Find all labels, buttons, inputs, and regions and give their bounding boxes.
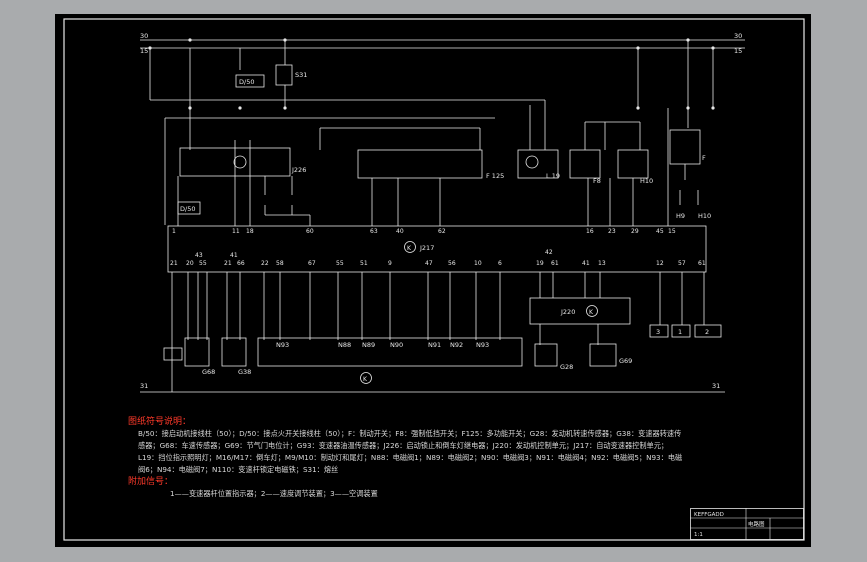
sub-pin-2: 42 (545, 249, 553, 256)
bottom-pin-11: 47 (425, 260, 433, 267)
sub-ecu-symbol: K (589, 309, 594, 316)
bottom-pin-0: 21 (170, 260, 178, 267)
valve-n91: N91 (428, 341, 441, 349)
fuse-label: S31 (295, 71, 307, 79)
top-pin-11: 15 (668, 228, 676, 235)
rail-31-left-label: 31 (140, 382, 148, 390)
bottom-pin-2: 55 (199, 260, 207, 267)
rail-15-left-label: 15 (140, 47, 148, 55)
h10-label: H10 (640, 177, 653, 185)
bottom-pin-4: 66 (237, 260, 245, 267)
f8-label: F8 (593, 177, 601, 185)
h9-label: H9 (676, 212, 685, 220)
bottom-pin-3: 21 (224, 260, 232, 267)
bottom-pin-6: 58 (276, 260, 284, 267)
bottom-pin-1: 20 (186, 260, 194, 267)
ecu-label: J217 (419, 244, 434, 252)
bottom-box-3: 3 (656, 328, 660, 336)
bottom-pin-7: 67 (308, 260, 316, 267)
terminal-label: D/50 (239, 78, 254, 86)
extra-heading: 附加信号： (128, 477, 174, 487)
rail-15-right-label: 15 (734, 47, 742, 55)
symbols-heading: 图纸符号说明： (128, 417, 192, 427)
bottom-pin-16: 61 (551, 260, 559, 267)
top-pin-7: 16 (586, 228, 594, 235)
sub-pin-1: 41 (230, 252, 238, 259)
rail-31-right-label: 31 (712, 382, 720, 390)
valve-n92: N92 (450, 341, 463, 349)
top-pin-8: 23 (608, 228, 616, 235)
f-label: F (702, 154, 706, 162)
top-pin-0: 1 (172, 228, 176, 235)
valve-n90: N90 (390, 341, 403, 349)
sub-ecu-label: J220 (560, 308, 575, 316)
title-block-line1: KEFFGADD (694, 512, 724, 518)
bottom-pin-19: 12 (656, 260, 664, 267)
bottom-pin-21: 61 (698, 260, 706, 267)
drawing-sheet (55, 14, 811, 547)
top-pin-4: 63 (370, 228, 378, 235)
legend: 图纸符号说明： B/50：接启动机接线柱（50）；D/50：接点火开关接线柱（5… (128, 416, 688, 500)
extra-text: 1——变速器杆位置指示器；2——速度调节装置；3——空调装置 (170, 489, 378, 498)
title-block-line3: 1:1 (694, 532, 703, 538)
valve-block-symbol: K (363, 376, 368, 383)
valve-n88: N88 (338, 341, 351, 349)
g28-label: G28 (560, 363, 573, 371)
bottom-pin-8: 55 (336, 260, 344, 267)
top-pin-1: 11 (232, 228, 240, 235)
bottom-pin-14: 6 (498, 260, 502, 267)
top-pin-3: 60 (306, 228, 314, 235)
bottom-box-2: 2 (705, 328, 709, 336)
lamp-label: L 19 (546, 172, 560, 180)
diagram-labels: 30 15 30 15 31 31 S31 D/50 D/50 J217 K J… (140, 32, 742, 390)
relay-label: J226 (291, 166, 306, 174)
symbols-text: B/50：接启动机接线柱（50）；D/50：接点火开关接线柱（50）；F：制动开… (138, 429, 683, 474)
bottom-pin-13: 10 (474, 260, 482, 267)
bottom-pin-18: 13 (598, 260, 606, 267)
multifunction-switch-label: F 125 (486, 172, 504, 180)
wiring (140, 39, 745, 393)
pin-dots (148, 38, 715, 110)
g68-label: G68 (202, 368, 215, 376)
rail-30-left-label: 30 (140, 32, 148, 40)
valve-n93: N93 (476, 341, 489, 349)
top-pin-2: 18 (246, 228, 254, 235)
n93-label: N93 (276, 341, 289, 349)
top-pin-5: 40 (396, 228, 404, 235)
inner-border (63, 18, 805, 541)
top-pin-9: 29 (631, 228, 639, 235)
bottom-pin-5: 22 (261, 260, 269, 267)
rail-30-right-label: 30 (734, 32, 742, 40)
bottom-pin-10: 9 (388, 260, 392, 267)
bottom-pin-20: 57 (678, 260, 686, 267)
ecu-symbol: K (407, 245, 412, 252)
bottom-pin-17: 41 (582, 260, 590, 267)
title-block-line2: 电路图 (748, 520, 765, 528)
g38-label: G38 (238, 368, 251, 376)
title-block: KEFFGADD 电路图 1:1 (690, 508, 804, 540)
bottom-box-1: 1 (678, 328, 682, 336)
sub-pin-0: 43 (195, 252, 203, 259)
g69-label: G69 (619, 357, 632, 365)
bottom-pin-9: 51 (360, 260, 368, 267)
terminal-label-2: D/50 (180, 205, 195, 213)
valve-n89: N89 (362, 341, 375, 349)
h10b-label: H10 (698, 212, 711, 220)
top-pin-6: 62 (438, 228, 446, 235)
bottom-pin-15: 19 (536, 260, 544, 267)
bottom-pin-12: 56 (448, 260, 456, 267)
top-pin-10: 45 (656, 228, 664, 235)
